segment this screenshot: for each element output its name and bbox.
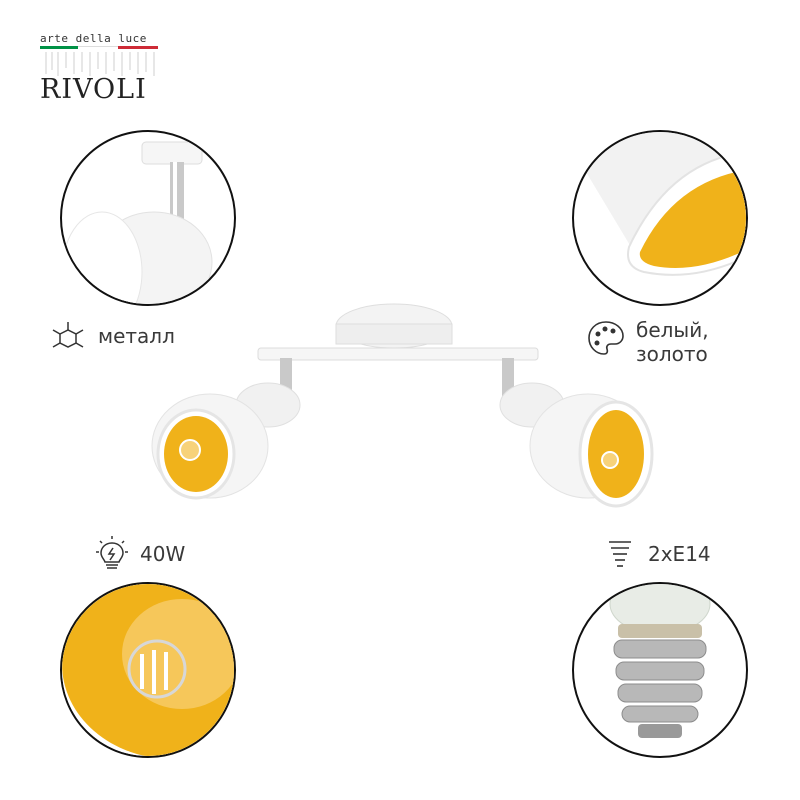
power-label: 40W: [140, 542, 186, 566]
feature-color: белый, золото: [586, 318, 709, 366]
feature-socket: 2xE14: [600, 534, 711, 574]
palette-icon: [588, 321, 624, 355]
detail-circle-joint: [60, 130, 236, 306]
flag-stripe-green: [40, 46, 78, 49]
detail-circle-rim: [572, 130, 748, 306]
brand-logo: arte della luce RIVOLI: [40, 32, 160, 108]
brand-tagline: arte della luce: [40, 32, 147, 45]
lightbulb-icon: [96, 536, 128, 569]
color-labels: белый, золото: [636, 318, 709, 366]
interior-detail-image: [62, 584, 234, 756]
material-label: металл: [98, 324, 175, 348]
detail-circle-base: [572, 582, 748, 758]
color-label-line1: белый,: [636, 318, 709, 342]
brand-name: RIVOLI: [40, 74, 147, 105]
detail-circle-interior: [60, 582, 236, 758]
feature-material: металл: [48, 316, 175, 356]
flag-stripe-white: [78, 46, 118, 50]
bulb-base-icon: [609, 541, 631, 567]
logo-bars-graphic: [45, 52, 155, 76]
molecule-icon: [52, 322, 84, 348]
base-detail-image: [609, 584, 711, 738]
flag-stripe-red: [118, 46, 158, 49]
rim-detail-image: [574, 132, 746, 276]
spotlight-lamp-image: [151, 303, 654, 508]
color-label-line2: золото: [636, 342, 708, 366]
feature-power: 40W: [92, 534, 185, 574]
joint-detail-image: [62, 141, 213, 304]
socket-label: 2xE14: [648, 542, 711, 566]
